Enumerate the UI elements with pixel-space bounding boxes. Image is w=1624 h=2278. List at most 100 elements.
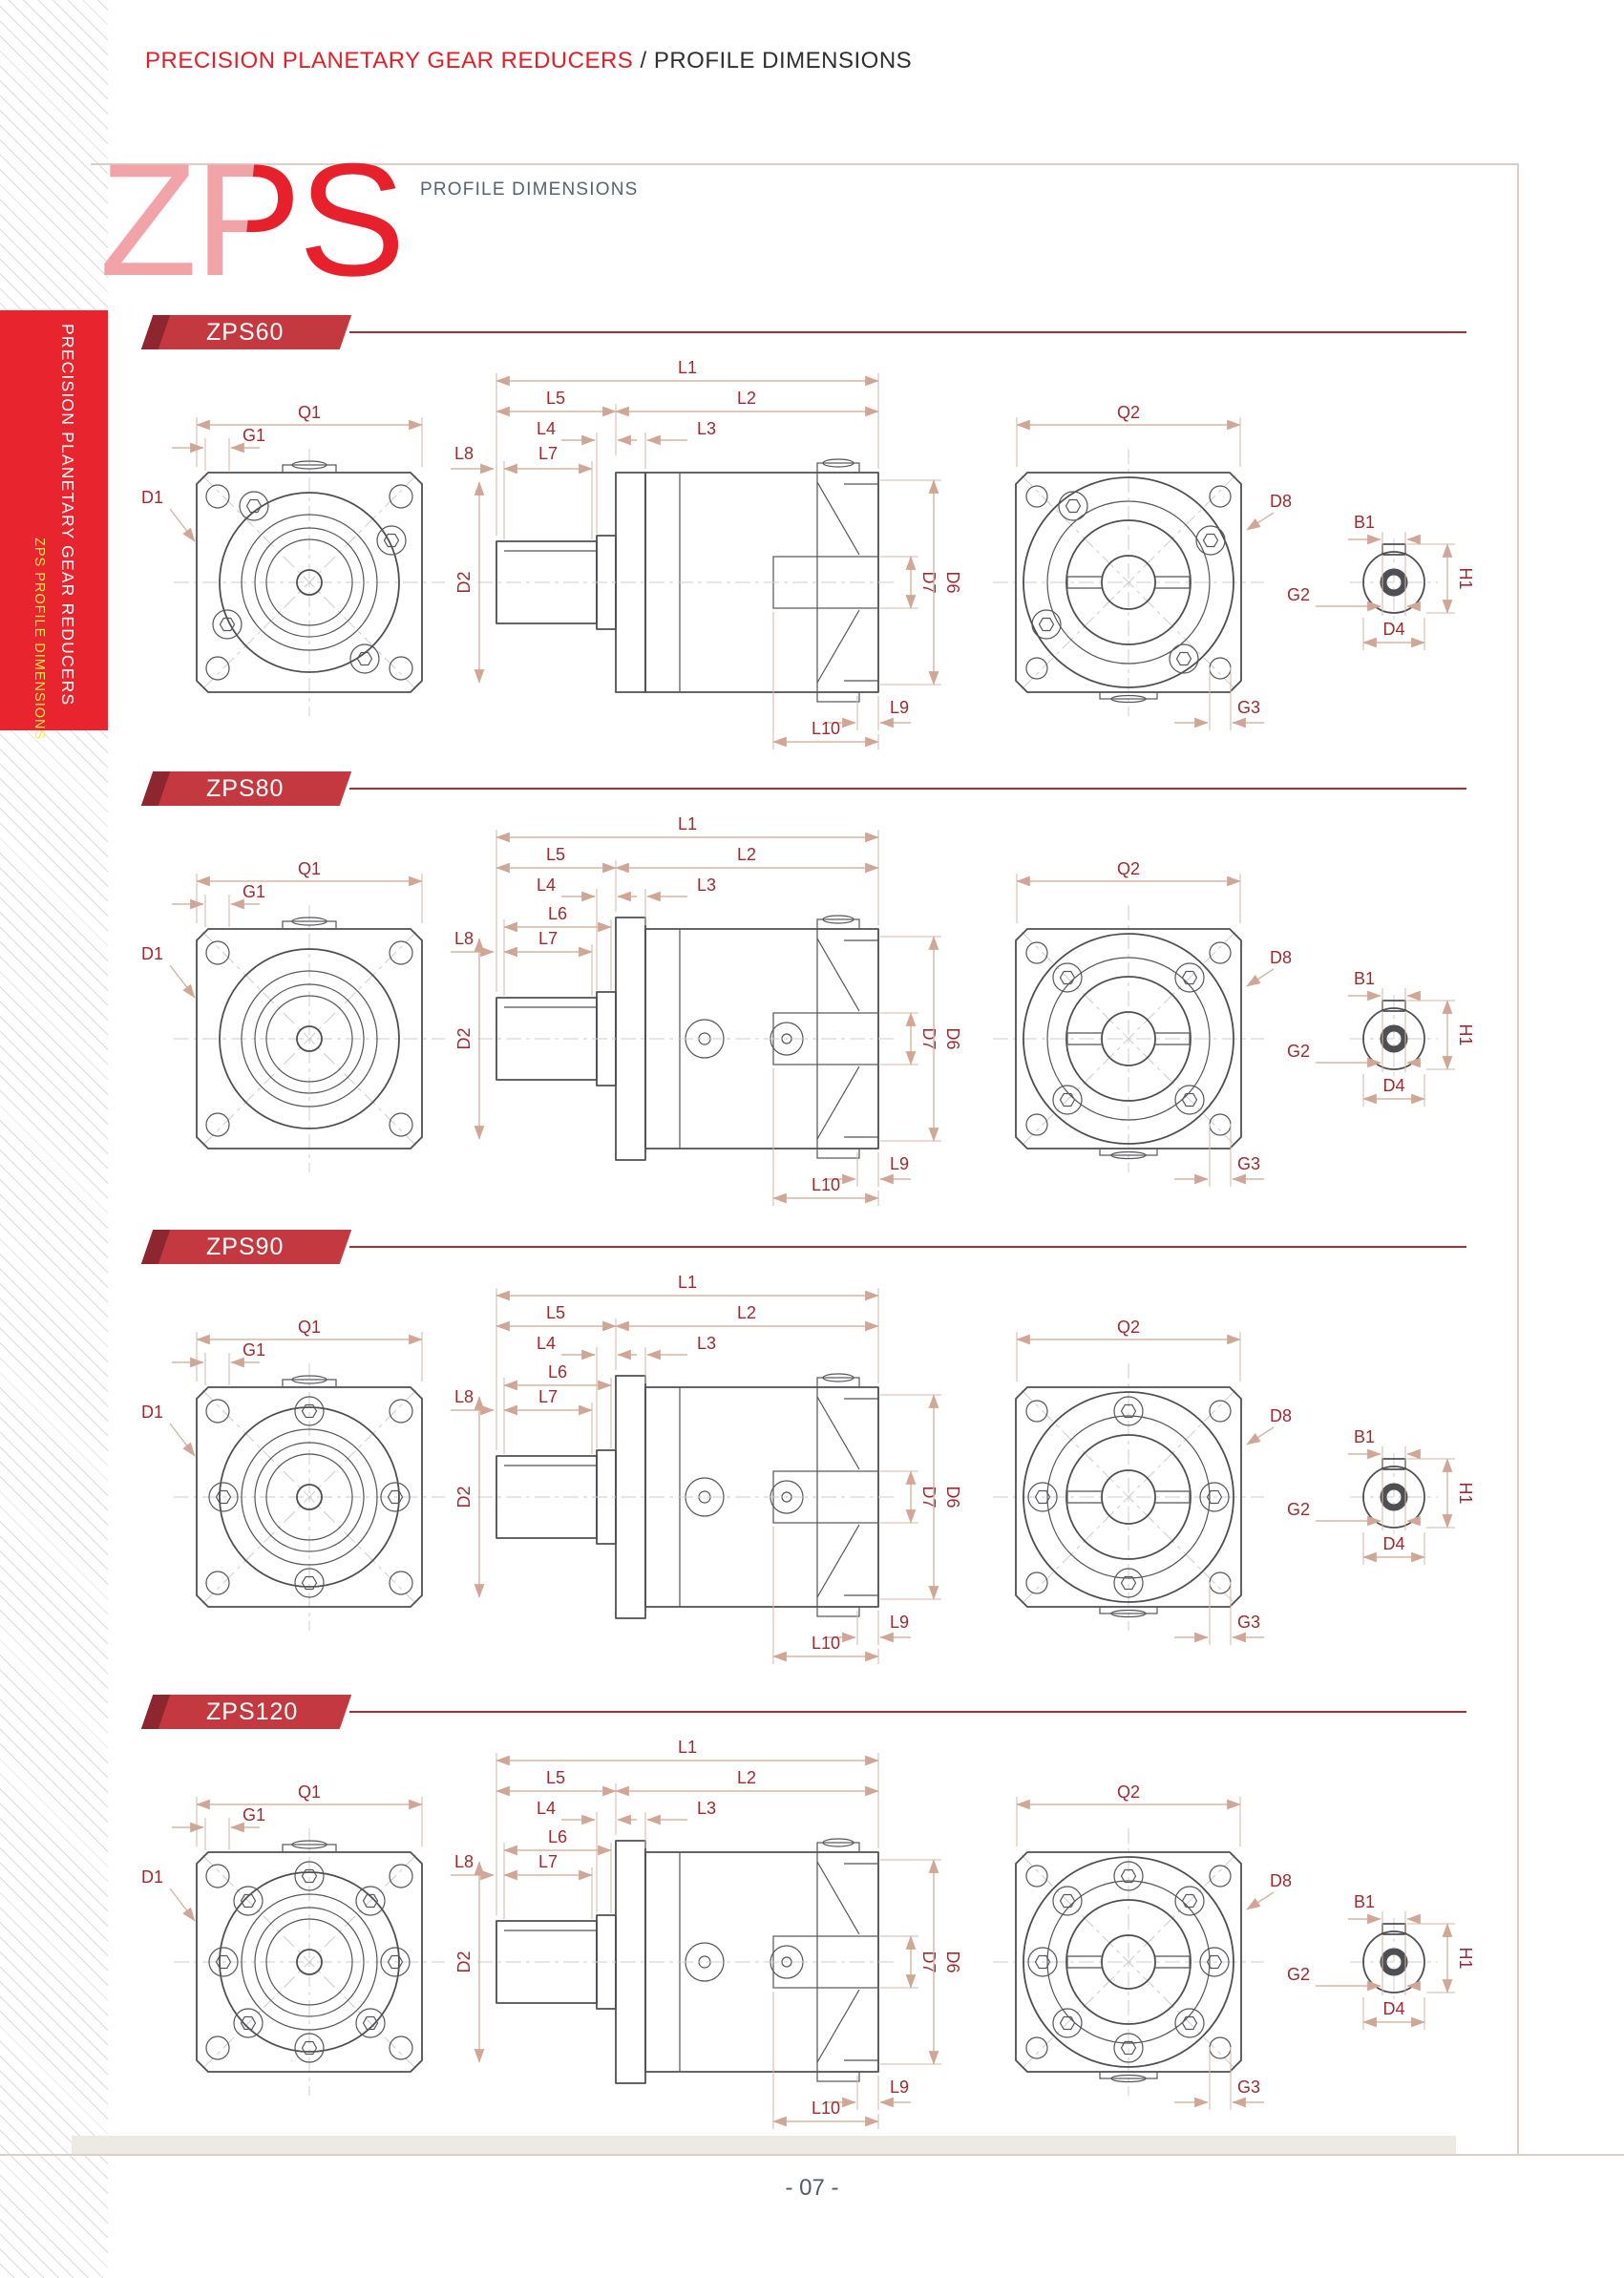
dim-label: H1 xyxy=(1456,1947,1475,1969)
dim-label: L4 xyxy=(537,1799,556,1818)
dim-label: L2 xyxy=(737,845,756,864)
dim-label: G3 xyxy=(1237,1154,1260,1173)
dim-label: D6 xyxy=(943,1027,962,1049)
section-title: ZPS80 xyxy=(206,775,285,802)
header-red-text: PRECISION PLANETARY GEAR REDUCERS xyxy=(145,48,634,74)
dim-label: H1 xyxy=(1456,567,1475,589)
dim-label: L4 xyxy=(537,875,556,895)
dim-label: L9 xyxy=(890,2078,909,2097)
dim-label: H1 xyxy=(1456,1482,1475,1504)
ribbon-zps80: ZPS80 xyxy=(140,771,352,806)
shaft-detail: B1 H1 G2 D4 xyxy=(1287,969,1475,1107)
dim-label: Q2 xyxy=(1117,403,1140,422)
dim-label: D4 xyxy=(1382,1999,1404,2018)
side-view: L1 L5 L2 L4 L3 L6 L8 L7 D2 D7 xyxy=(451,1273,962,1664)
dim-label: L9 xyxy=(890,1613,909,1632)
zps-logo-pink: ZPS xyxy=(99,130,406,309)
back-view: Q2 D8 G3 xyxy=(992,403,1292,730)
zps-logo-red: ZPS xyxy=(99,130,403,309)
dim-label: D1 xyxy=(141,1403,163,1422)
dim-label: B1 xyxy=(1354,1427,1375,1446)
sidebar-band: PRECISION PLANETARY GEAR REDUCERS ZPS PR… xyxy=(0,310,108,740)
dim-label: B1 xyxy=(1354,513,1375,532)
back-view: Q2 D8 G3 xyxy=(992,859,1292,1187)
dim-label: L1 xyxy=(678,358,697,377)
section-title: ZPS120 xyxy=(206,1698,299,1725)
dim-label: L7 xyxy=(538,929,558,948)
footer-band xyxy=(72,2136,1456,2154)
dim-label: G2 xyxy=(1287,1965,1310,1984)
sidebar-title: PRECISION PLANETARY GEAR REDUCERS xyxy=(58,324,77,707)
dim-label: Q1 xyxy=(298,403,321,422)
dim-label: G3 xyxy=(1237,2078,1260,2097)
dim-label: L5 xyxy=(546,1303,565,1322)
dim-label: L4 xyxy=(537,419,556,438)
ribbon-zps60: ZPS60 xyxy=(140,315,352,349)
dim-label: Q1 xyxy=(298,859,321,878)
front-view: Q1 G1 D1 xyxy=(141,1318,446,1632)
dim-label: L3 xyxy=(697,875,716,895)
dim-label: L5 xyxy=(546,389,565,408)
dim-label: L2 xyxy=(737,389,756,408)
dim-label: L1 xyxy=(678,1738,697,1757)
dim-label: Q1 xyxy=(298,1318,321,1337)
dim-label: G2 xyxy=(1287,1042,1310,1061)
frame-top-line xyxy=(91,163,1519,165)
dim-label: D2 xyxy=(454,1486,474,1508)
dim-label: L5 xyxy=(546,845,565,864)
dim-label: L8 xyxy=(454,1852,474,1871)
shaft-detail: B1 H1 G2 D4 xyxy=(1287,513,1475,650)
section-title: ZPS90 xyxy=(206,1234,285,1260)
back-view: Q2 D8 G3 xyxy=(992,1782,1292,2110)
page-number: - 07 - xyxy=(785,2175,839,2201)
dim-label: L10 xyxy=(812,2099,840,2118)
dim-label: L3 xyxy=(697,1799,716,1818)
dim-label: B1 xyxy=(1354,969,1375,988)
dim-label: D6 xyxy=(943,1486,962,1508)
side-view: L1 L5 L2 L4 L3 L6 L8 L7 D2 D7 xyxy=(451,1738,962,2129)
dim-label: D7 xyxy=(919,1951,939,1972)
dim-label: D2 xyxy=(454,571,474,593)
side-view: L1 L5 L2 L4 L3 L8 L7 D2 D7 D6 xyxy=(451,358,962,749)
dim-label: H1 xyxy=(1456,1023,1475,1045)
dim-label: L6 xyxy=(548,1362,567,1382)
dim-label: G2 xyxy=(1287,585,1310,604)
dim-label: D6 xyxy=(943,1951,962,1972)
dim-label: D8 xyxy=(1270,1406,1292,1425)
page-header: PRECISION PLANETARY GEAR REDUCERS / PROF… xyxy=(145,48,912,74)
dim-label: L8 xyxy=(454,929,474,948)
back-view: Q2 D8 G3 xyxy=(992,1318,1292,1645)
dim-label: D1 xyxy=(141,944,163,963)
header-dark-text: PROFILE DIMENSIONS xyxy=(653,48,913,74)
dim-label: D7 xyxy=(919,571,939,593)
dim-label: D8 xyxy=(1270,492,1292,511)
header-divider: / xyxy=(633,48,654,74)
dim-label: L9 xyxy=(890,698,909,717)
ribbon-zps120: ZPS120 xyxy=(140,1695,352,1729)
dim-label: G1 xyxy=(243,1340,265,1360)
dim-label: L9 xyxy=(890,1154,909,1173)
dim-label: D1 xyxy=(141,1867,163,1887)
dim-label: D7 xyxy=(919,1027,939,1049)
dim-label: G3 xyxy=(1237,1613,1260,1632)
ribbon-rule xyxy=(349,788,1466,790)
dim-label: G2 xyxy=(1287,1500,1310,1519)
ribbon-rule xyxy=(349,1246,1466,1248)
zps60-drawing: Q1 G1 D1 L1 L5 xyxy=(141,358,1475,749)
front-view: Q1 G1 D1 xyxy=(141,1782,446,2097)
dim-label: L3 xyxy=(697,419,716,438)
ribbon-rule xyxy=(349,1711,1466,1713)
dim-label: Q1 xyxy=(298,1782,321,1802)
dim-label: L7 xyxy=(538,1852,558,1871)
logo-subtitle: PROFILE DIMENSIONS xyxy=(420,179,639,200)
section-title: ZPS60 xyxy=(206,319,285,346)
dim-label: L6 xyxy=(548,1827,567,1846)
dim-label: L10 xyxy=(812,1634,840,1653)
dim-label: L1 xyxy=(678,1273,697,1292)
frame-right-line xyxy=(1517,163,1519,2156)
dim-label: D7 xyxy=(919,1486,939,1508)
dim-label: L7 xyxy=(538,1387,558,1406)
dim-label: D8 xyxy=(1270,948,1292,967)
